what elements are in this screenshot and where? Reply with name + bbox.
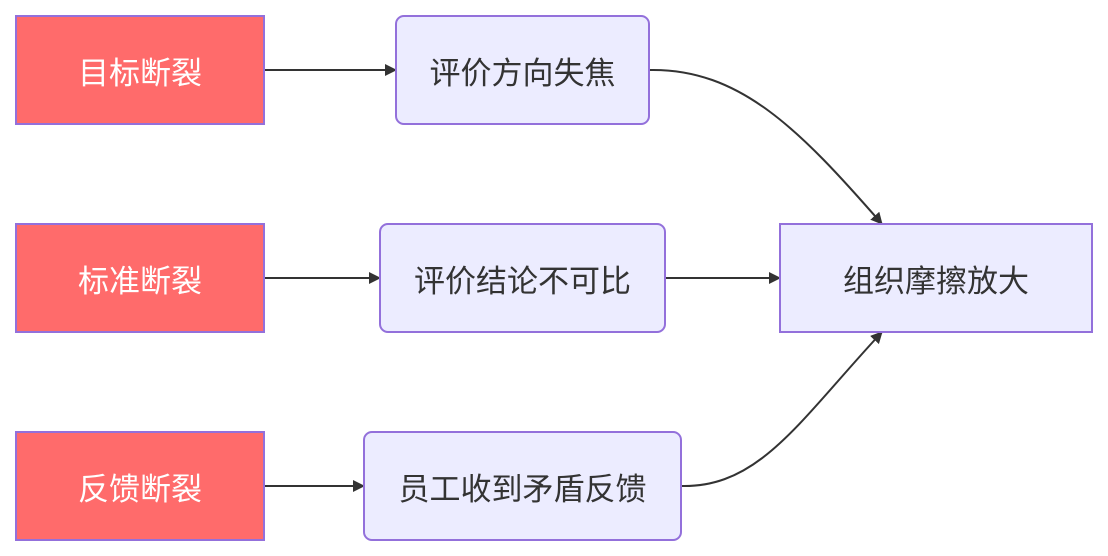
node-eval-unfocused: 评价方向失焦 <box>395 15 650 125</box>
node-label: 评价结论不可比 <box>414 263 631 300</box>
node-label: 标准断裂 <box>78 263 202 300</box>
node-conclusion-incomparable: 评价结论不可比 <box>379 223 666 333</box>
node-contradictory-feedback: 员工收到矛盾反馈 <box>363 431 682 541</box>
node-standard-break: 标准断裂 <box>15 223 265 333</box>
node-label: 目标断裂 <box>78 55 202 92</box>
node-feedback-break: 反馈断裂 <box>15 431 265 541</box>
node-label: 评价方向失焦 <box>429 55 616 92</box>
node-goal-break: 目标断裂 <box>15 15 265 125</box>
node-label: 员工收到矛盾反馈 <box>398 471 647 508</box>
node-label: 组织摩擦放大 <box>843 263 1029 300</box>
edge-contradictory-to-friction <box>680 331 883 488</box>
edge-eval-to-friction <box>648 68 883 225</box>
node-friction-amplified: 组织摩擦放大 <box>779 223 1093 333</box>
node-label: 反馈断裂 <box>78 471 202 508</box>
